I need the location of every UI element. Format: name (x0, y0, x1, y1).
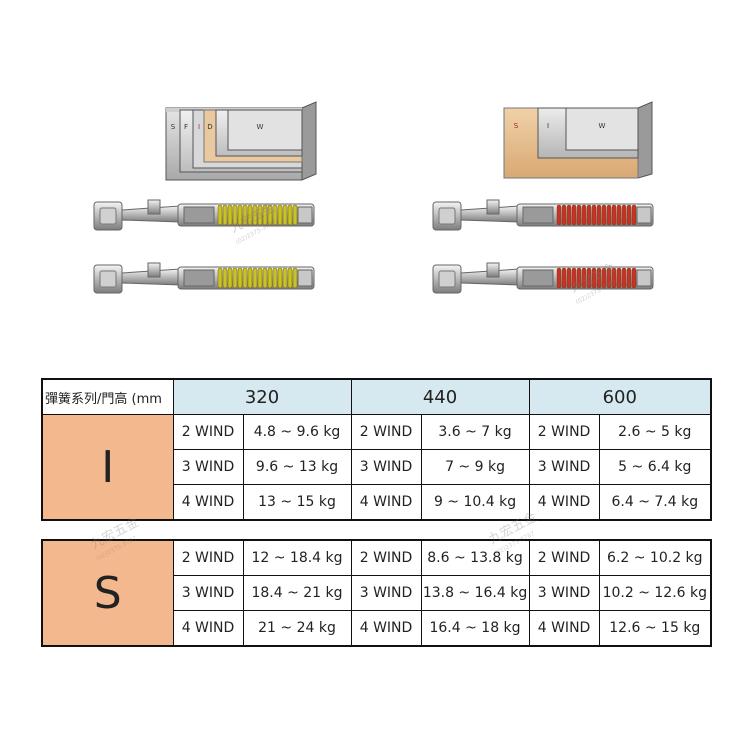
load-range-cell: 9.6 ~ 13 kg (242, 449, 352, 485)
wind-cell: 2 WIND (350, 414, 422, 450)
wind-cell: 2 WIND (528, 414, 600, 450)
wind-cell: 4 WIND (528, 484, 600, 521)
wind-cell: 4 WIND (172, 484, 244, 521)
hinge-mechanism-red-spring-1 (431, 196, 655, 236)
load-range-cell: 2.6 ~ 5 kg (598, 414, 713, 450)
load-range-cell: 9 ~ 10.4 kg (420, 484, 530, 521)
hinge-mechanism-yellow-spring-1 (92, 196, 316, 236)
load-range-cell: 21 ~ 24 kg (242, 610, 352, 647)
box-label-i: I (198, 123, 200, 131)
door-height-600-header: 600 (528, 378, 713, 415)
load-range-cell: 3.6 ~ 7 kg (420, 414, 530, 450)
wind-cell: 2 WIND (172, 414, 244, 450)
wind-cell: 2 WIND (350, 539, 422, 576)
load-range-cell: 10.2 ~ 12.6 kg (598, 575, 713, 611)
box-label-f: F (184, 123, 188, 131)
wind-cell: 2 WIND (172, 539, 244, 576)
box-label-i: I (547, 122, 549, 130)
wind-cell: 4 WIND (528, 610, 600, 647)
spring-coil (556, 204, 637, 226)
load-range-cell: 16.4 ~ 18 kg (420, 610, 530, 647)
series-s-label: S (41, 539, 174, 647)
wind-cell: 3 WIND (172, 449, 244, 485)
load-range-cell: 7 ~ 9 kg (420, 449, 530, 485)
spring-mechanism-graphic (93, 199, 315, 231)
load-range-cell: 12.6 ~ 15 kg (598, 610, 713, 647)
spring-mechanism-graphic (432, 262, 654, 294)
door-height-440-header: 440 (350, 378, 530, 415)
spring-spec-table: 彈簧系列/門高 (mm 320 440 600 I 2 WIND 4.8 ~ 9… (41, 378, 713, 647)
hinge-mechanism-yellow-spring-2 (92, 259, 316, 299)
load-range-cell: 5 ~ 6.4 kg (598, 449, 713, 485)
spring-mechanism-graphic (93, 262, 315, 294)
series-i-label: I (41, 414, 174, 521)
load-range-cell: 13.8 ~ 16.4 kg (420, 575, 530, 611)
wind-cell: 3 WIND (528, 449, 600, 485)
cabinet-size-diagram-siw: S I W (502, 100, 654, 180)
watermark-stamp: 九宏五金 (02)2375-3787 (478, 500, 558, 560)
wind-cell: 3 WIND (350, 575, 422, 611)
load-range-cell: 13 ~ 15 kg (242, 484, 352, 521)
wind-cell: 4 WIND (350, 484, 422, 521)
spring-coil (217, 267, 298, 289)
hinge-mechanism-red-spring-2 (431, 259, 655, 299)
load-range-cell: 6.2 ~ 10.2 kg (598, 539, 713, 576)
watermark-stamp: 九宏五金 (02)2375-3787 (222, 190, 292, 250)
load-range-cell: 8.6 ~ 13.8 kg (420, 539, 530, 576)
wind-cell: 4 WIND (172, 610, 244, 647)
spring-mechanism-graphic (432, 199, 654, 231)
wind-cell: 3 WIND (528, 575, 600, 611)
spring-coil (217, 204, 298, 226)
corner-header-label: 彈簧系列/門高 (mm (41, 378, 174, 415)
wind-cell: 3 WIND (350, 449, 422, 485)
box-label-w: W (599, 122, 606, 130)
box-label-s: S (514, 122, 519, 130)
watermark-stamp: 九宏五金 (02)2375-3787 (80, 505, 160, 565)
load-range-cell: 18.4 ~ 21 kg (242, 575, 352, 611)
box-label-d: D (207, 123, 212, 131)
wind-cell: 3 WIND (172, 575, 244, 611)
wind-cell: 4 WIND (350, 610, 422, 647)
box-label-w: W (257, 123, 264, 131)
spring-coil (556, 267, 637, 289)
cabinet-size-diagram-sfidw: S F I D W (164, 100, 318, 182)
load-range-cell: 12 ~ 18.4 kg (242, 539, 352, 576)
door-height-320-header: 320 (172, 378, 352, 415)
watermark-stamp: 九宏五金 (02)2375-3787 (562, 250, 632, 310)
load-range-cell: 4.8 ~ 9.6 kg (242, 414, 352, 450)
load-range-cell: 6.4 ~ 7.4 kg (598, 484, 713, 521)
box-label-s: S (171, 123, 176, 131)
